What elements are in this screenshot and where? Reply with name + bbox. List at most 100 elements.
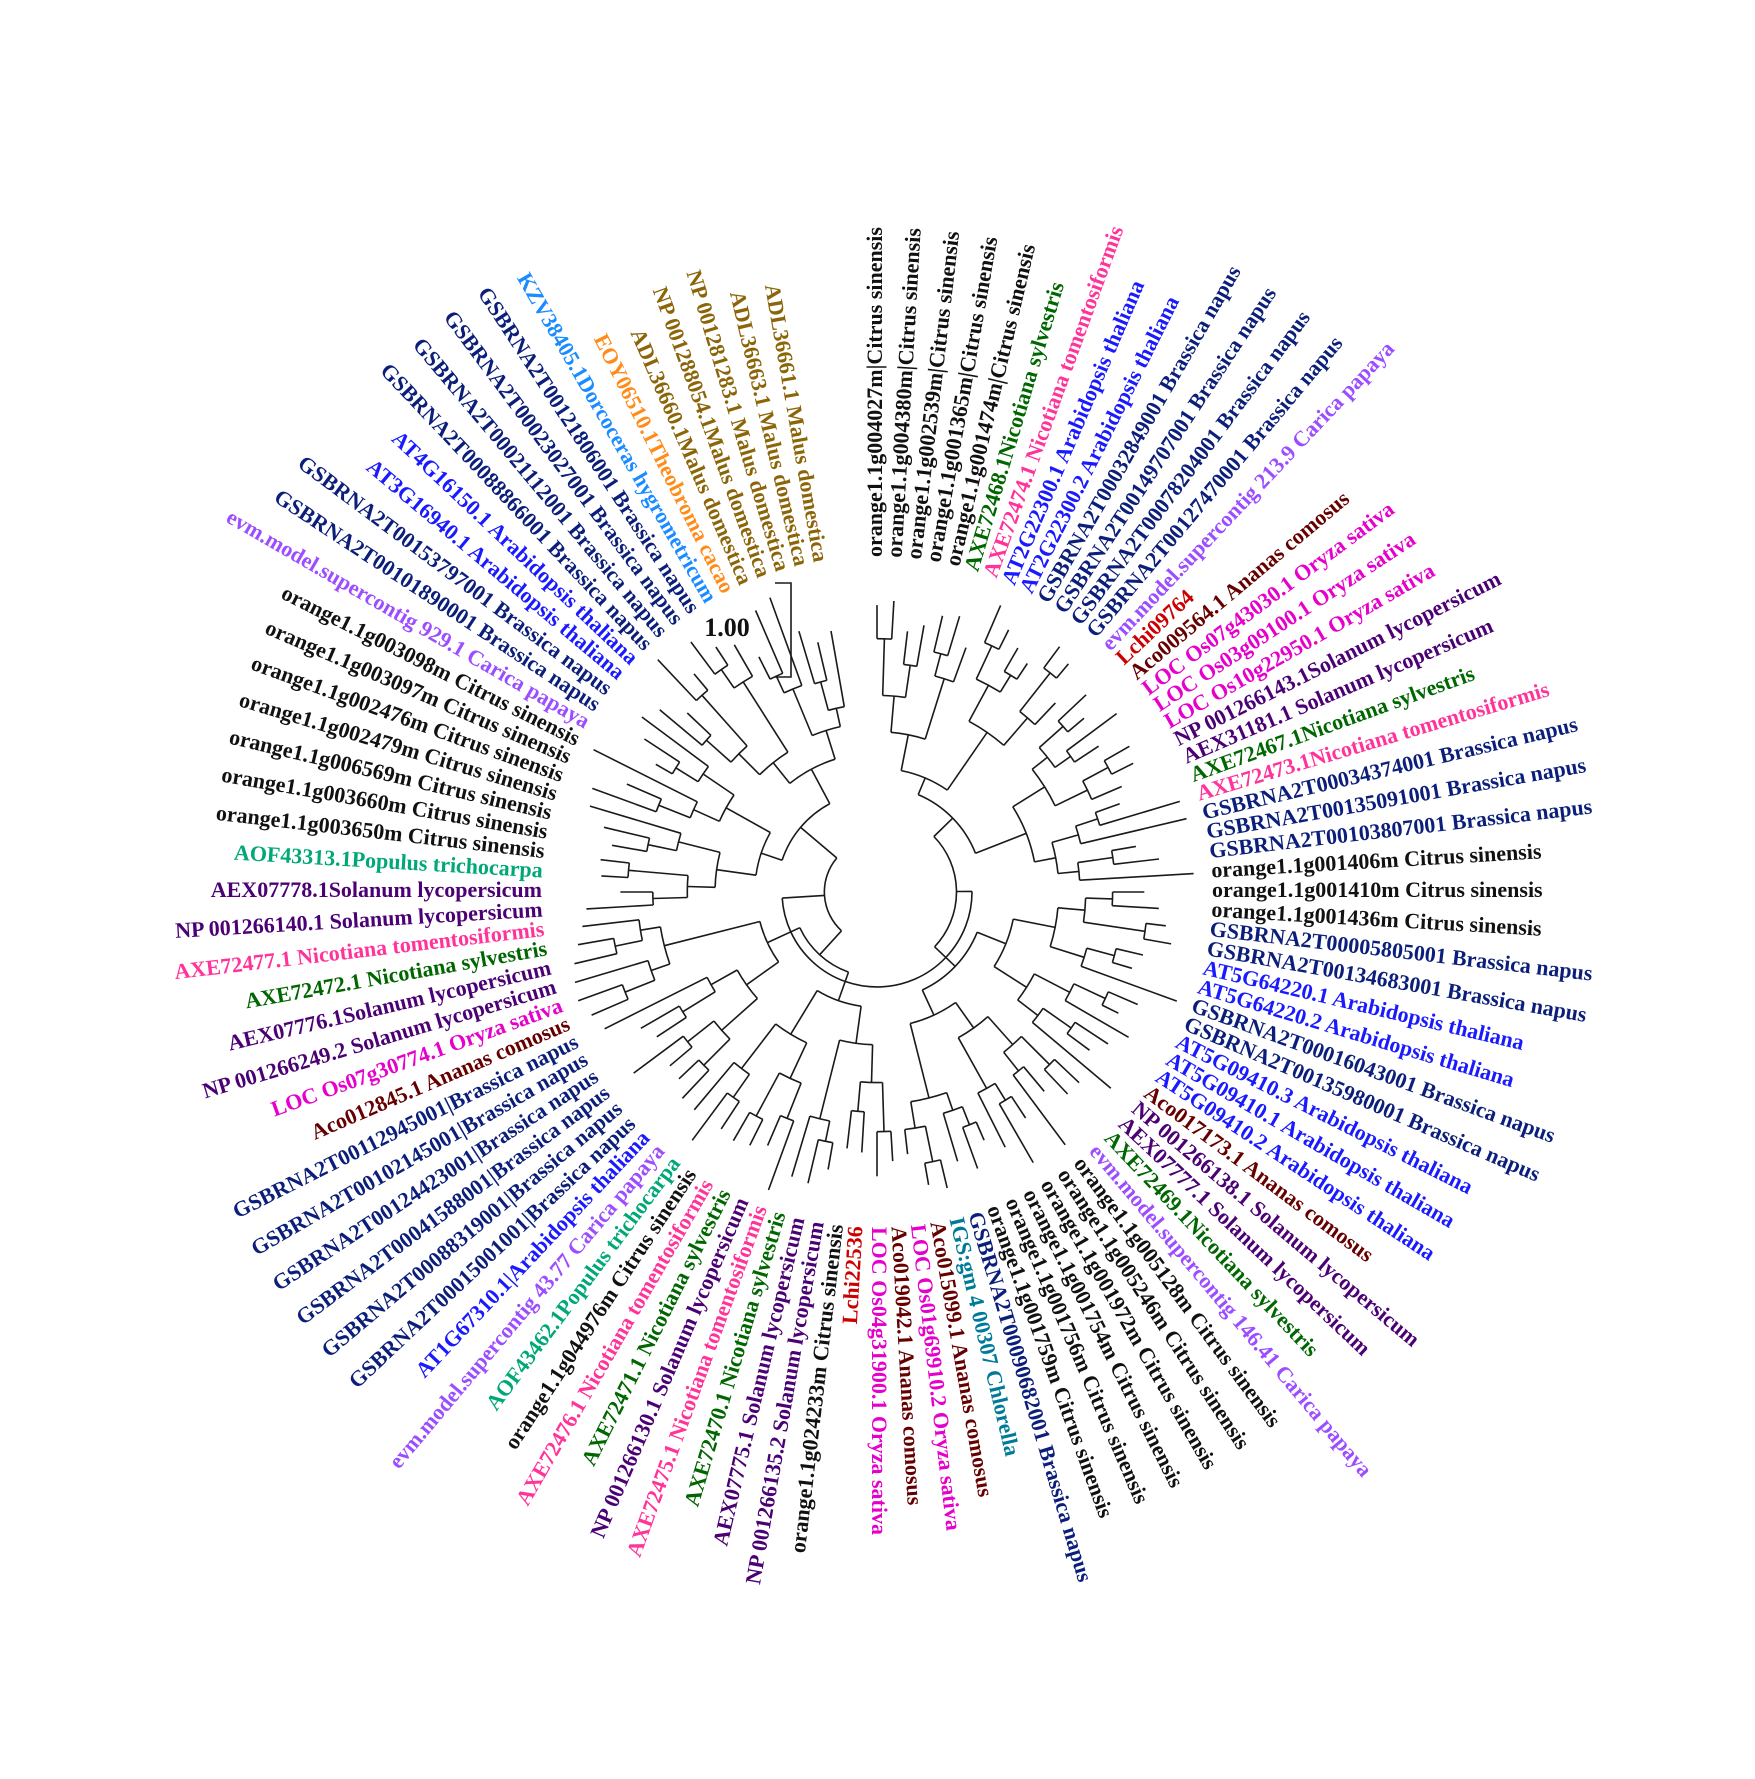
tip-branch — [1067, 717, 1085, 733]
clade-arc — [962, 1121, 977, 1129]
internal-branch — [720, 669, 735, 689]
tip-branch — [715, 646, 729, 666]
clade-arc — [1049, 907, 1059, 947]
tip-branch — [733, 644, 754, 677]
internal-branch — [999, 674, 1012, 693]
internal-branch — [701, 694, 748, 747]
clade-arc — [733, 675, 753, 689]
tip-branch — [1074, 1021, 1109, 1045]
clade-arc — [714, 664, 729, 675]
internal-branch — [678, 841, 721, 854]
internal-branch — [855, 1006, 862, 1044]
clade-arc — [686, 875, 689, 898]
scale-bar-label: 1.00 — [704, 613, 750, 642]
clade-arc — [823, 857, 843, 932]
internal-branch — [825, 730, 836, 760]
tip-branch — [939, 1159, 948, 1189]
clade-arc — [814, 679, 827, 685]
internal-branch — [857, 1081, 862, 1112]
internal-branch — [710, 969, 738, 986]
internal-branch — [961, 1106, 971, 1126]
clade-arc — [781, 891, 973, 988]
internal-branch — [650, 963, 671, 972]
internal-branch — [837, 971, 850, 1001]
clade-arc — [759, 751, 789, 776]
clade-arc — [780, 1114, 794, 1122]
internal-branch — [703, 1038, 731, 1066]
tip-branch — [603, 826, 650, 839]
tip-branch — [1099, 800, 1181, 827]
tip-branch — [693, 1061, 735, 1111]
internal-branch — [1054, 789, 1088, 807]
internal-branch — [716, 868, 757, 876]
internal-branch — [976, 931, 1007, 945]
clade-arc — [1103, 760, 1113, 775]
internal-branch — [775, 675, 785, 694]
tip-branch — [998, 1103, 1034, 1163]
internal-branch — [924, 678, 945, 740]
clade-arc — [904, 1125, 926, 1131]
tip-branch — [1043, 1068, 1069, 1095]
internal-branch — [1019, 672, 1051, 712]
clade-arc — [775, 1023, 808, 1044]
tip-branch — [830, 630, 846, 707]
clade-arc — [882, 694, 906, 699]
tip-branch — [758, 656, 771, 680]
tip-branch — [1145, 922, 1166, 927]
internal-branch — [1012, 786, 1046, 808]
internal-branch — [975, 832, 1027, 855]
tip-branch — [983, 605, 1002, 643]
internal-branch — [624, 979, 656, 993]
clade-arc — [903, 663, 917, 668]
clade-arc — [828, 705, 845, 712]
scale-bar-line — [775, 582, 792, 678]
clade-arc — [1082, 780, 1093, 800]
tip-branch — [1034, 702, 1056, 726]
internal-branch — [934, 946, 956, 967]
clade-arc — [851, 1109, 865, 1113]
internal-branch — [1017, 999, 1039, 1017]
internal-branch — [819, 1039, 841, 1119]
tip-branch — [924, 1163, 930, 1186]
internal-branch — [954, 1002, 975, 1029]
internal-branch — [924, 1126, 934, 1162]
clade-arc — [1101, 991, 1110, 1006]
clade-arc — [818, 1138, 833, 1144]
internal-branch — [767, 926, 801, 944]
clade-arc — [1003, 670, 1018, 680]
tip-branch — [681, 1069, 710, 1099]
tip-branch — [601, 875, 629, 879]
internal-branch — [746, 961, 780, 986]
clade-arc — [1012, 1066, 1025, 1076]
tip-branch — [1079, 872, 1194, 881]
internal-branch — [790, 990, 818, 1035]
tip-branch — [1043, 646, 1061, 669]
clade-arc — [860, 1081, 883, 1084]
tip-branch — [1053, 1058, 1080, 1084]
internal-branch — [1085, 897, 1113, 900]
tip-branch — [998, 629, 1010, 650]
tip-branch — [1111, 762, 1134, 775]
internal-branch — [664, 920, 761, 947]
internal-branch — [1073, 983, 1106, 1000]
internal-branch — [740, 1023, 777, 1069]
tip-branch — [604, 976, 708, 1030]
tip-branch — [611, 844, 647, 853]
tip-branch — [1080, 965, 1178, 1002]
tip-branch — [766, 1115, 782, 1146]
tip-branch — [1066, 712, 1118, 752]
tip-branch — [633, 1035, 684, 1074]
tip-branch — [1057, 694, 1087, 722]
internal-branch — [1049, 945, 1085, 959]
clade-arc — [781, 802, 831, 861]
leaf-label: orange1.1g001410m Citrus sinensis — [1212, 877, 1543, 902]
tip-branch — [656, 1016, 687, 1038]
internal-branch — [881, 638, 886, 696]
leaf-label: orange1.1g004027m|Citrus sinensis — [862, 227, 887, 557]
tip-branch — [916, 625, 925, 667]
internal-branch — [1013, 918, 1056, 929]
clade-arc — [713, 1020, 731, 1040]
tip-branch — [600, 858, 630, 864]
clade-arc — [1043, 667, 1058, 679]
internal-branch — [945, 1092, 954, 1111]
